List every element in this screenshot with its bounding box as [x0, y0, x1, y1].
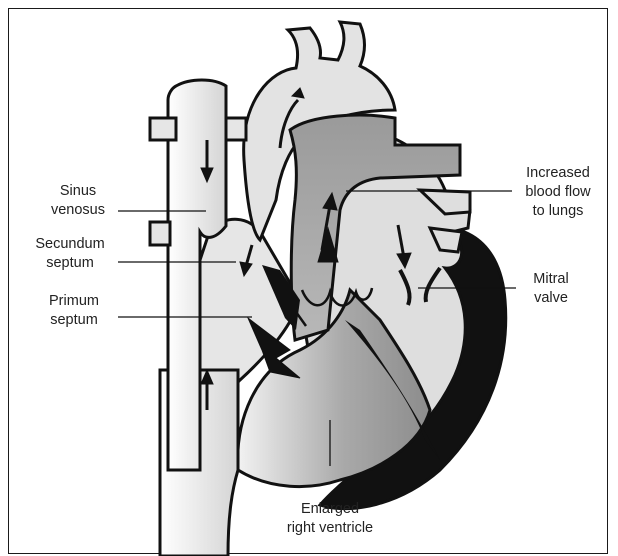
- label-primum-septum: Primum septum: [30, 292, 118, 330]
- label-enlarged-rv: Enlarged right ventricle: [270, 500, 390, 538]
- label-sinus-venosus: Sinus venosus: [38, 182, 118, 220]
- vessel-stub-mid: [226, 118, 246, 140]
- label-increased-flow: Increased blood flow to lungs: [512, 164, 604, 221]
- vessel-stub-lower: [150, 222, 170, 245]
- label-mitral-valve: Mitral valve: [516, 270, 586, 308]
- vessel-stub-upper: [150, 118, 176, 140]
- label-secundum-septum: Secundum septum: [22, 235, 118, 273]
